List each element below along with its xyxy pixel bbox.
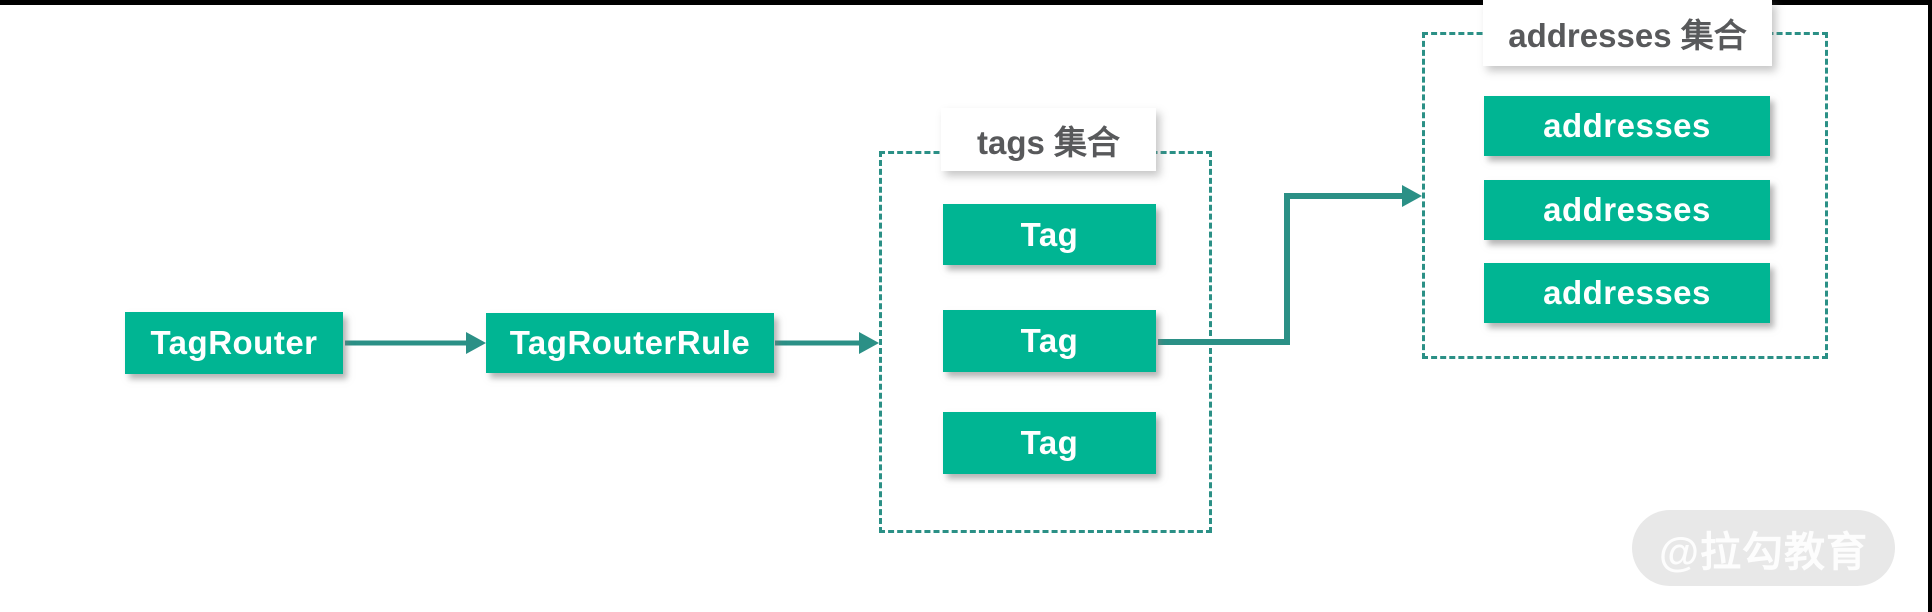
right-frame-bar: [1928, 0, 1932, 612]
arrow-rule-to-tags-head-icon: [859, 332, 879, 354]
node-addresses-2: addresses: [1484, 180, 1770, 240]
node-addresses-1: addresses: [1484, 96, 1770, 156]
arrow-tag-to-addresses-head-icon: [1402, 185, 1422, 207]
arrow-tagrouter-to-rule-head-icon: [466, 332, 486, 354]
node-tag-2: Tag: [943, 310, 1156, 372]
node-tagrouter: TagRouter: [125, 312, 343, 374]
addresses-group-label: addresses 集合: [1483, 0, 1772, 66]
top-frame-bar: [0, 0, 1932, 5]
node-tag-3: Tag: [943, 412, 1156, 474]
tags-group-label: tags 集合: [941, 108, 1156, 171]
node-addresses-3: addresses: [1484, 263, 1770, 323]
node-tag-1: Tag: [943, 204, 1156, 265]
watermark-badge: @拉勾教育: [1632, 510, 1895, 586]
node-tagrouterrule: TagRouterRule: [486, 313, 774, 373]
